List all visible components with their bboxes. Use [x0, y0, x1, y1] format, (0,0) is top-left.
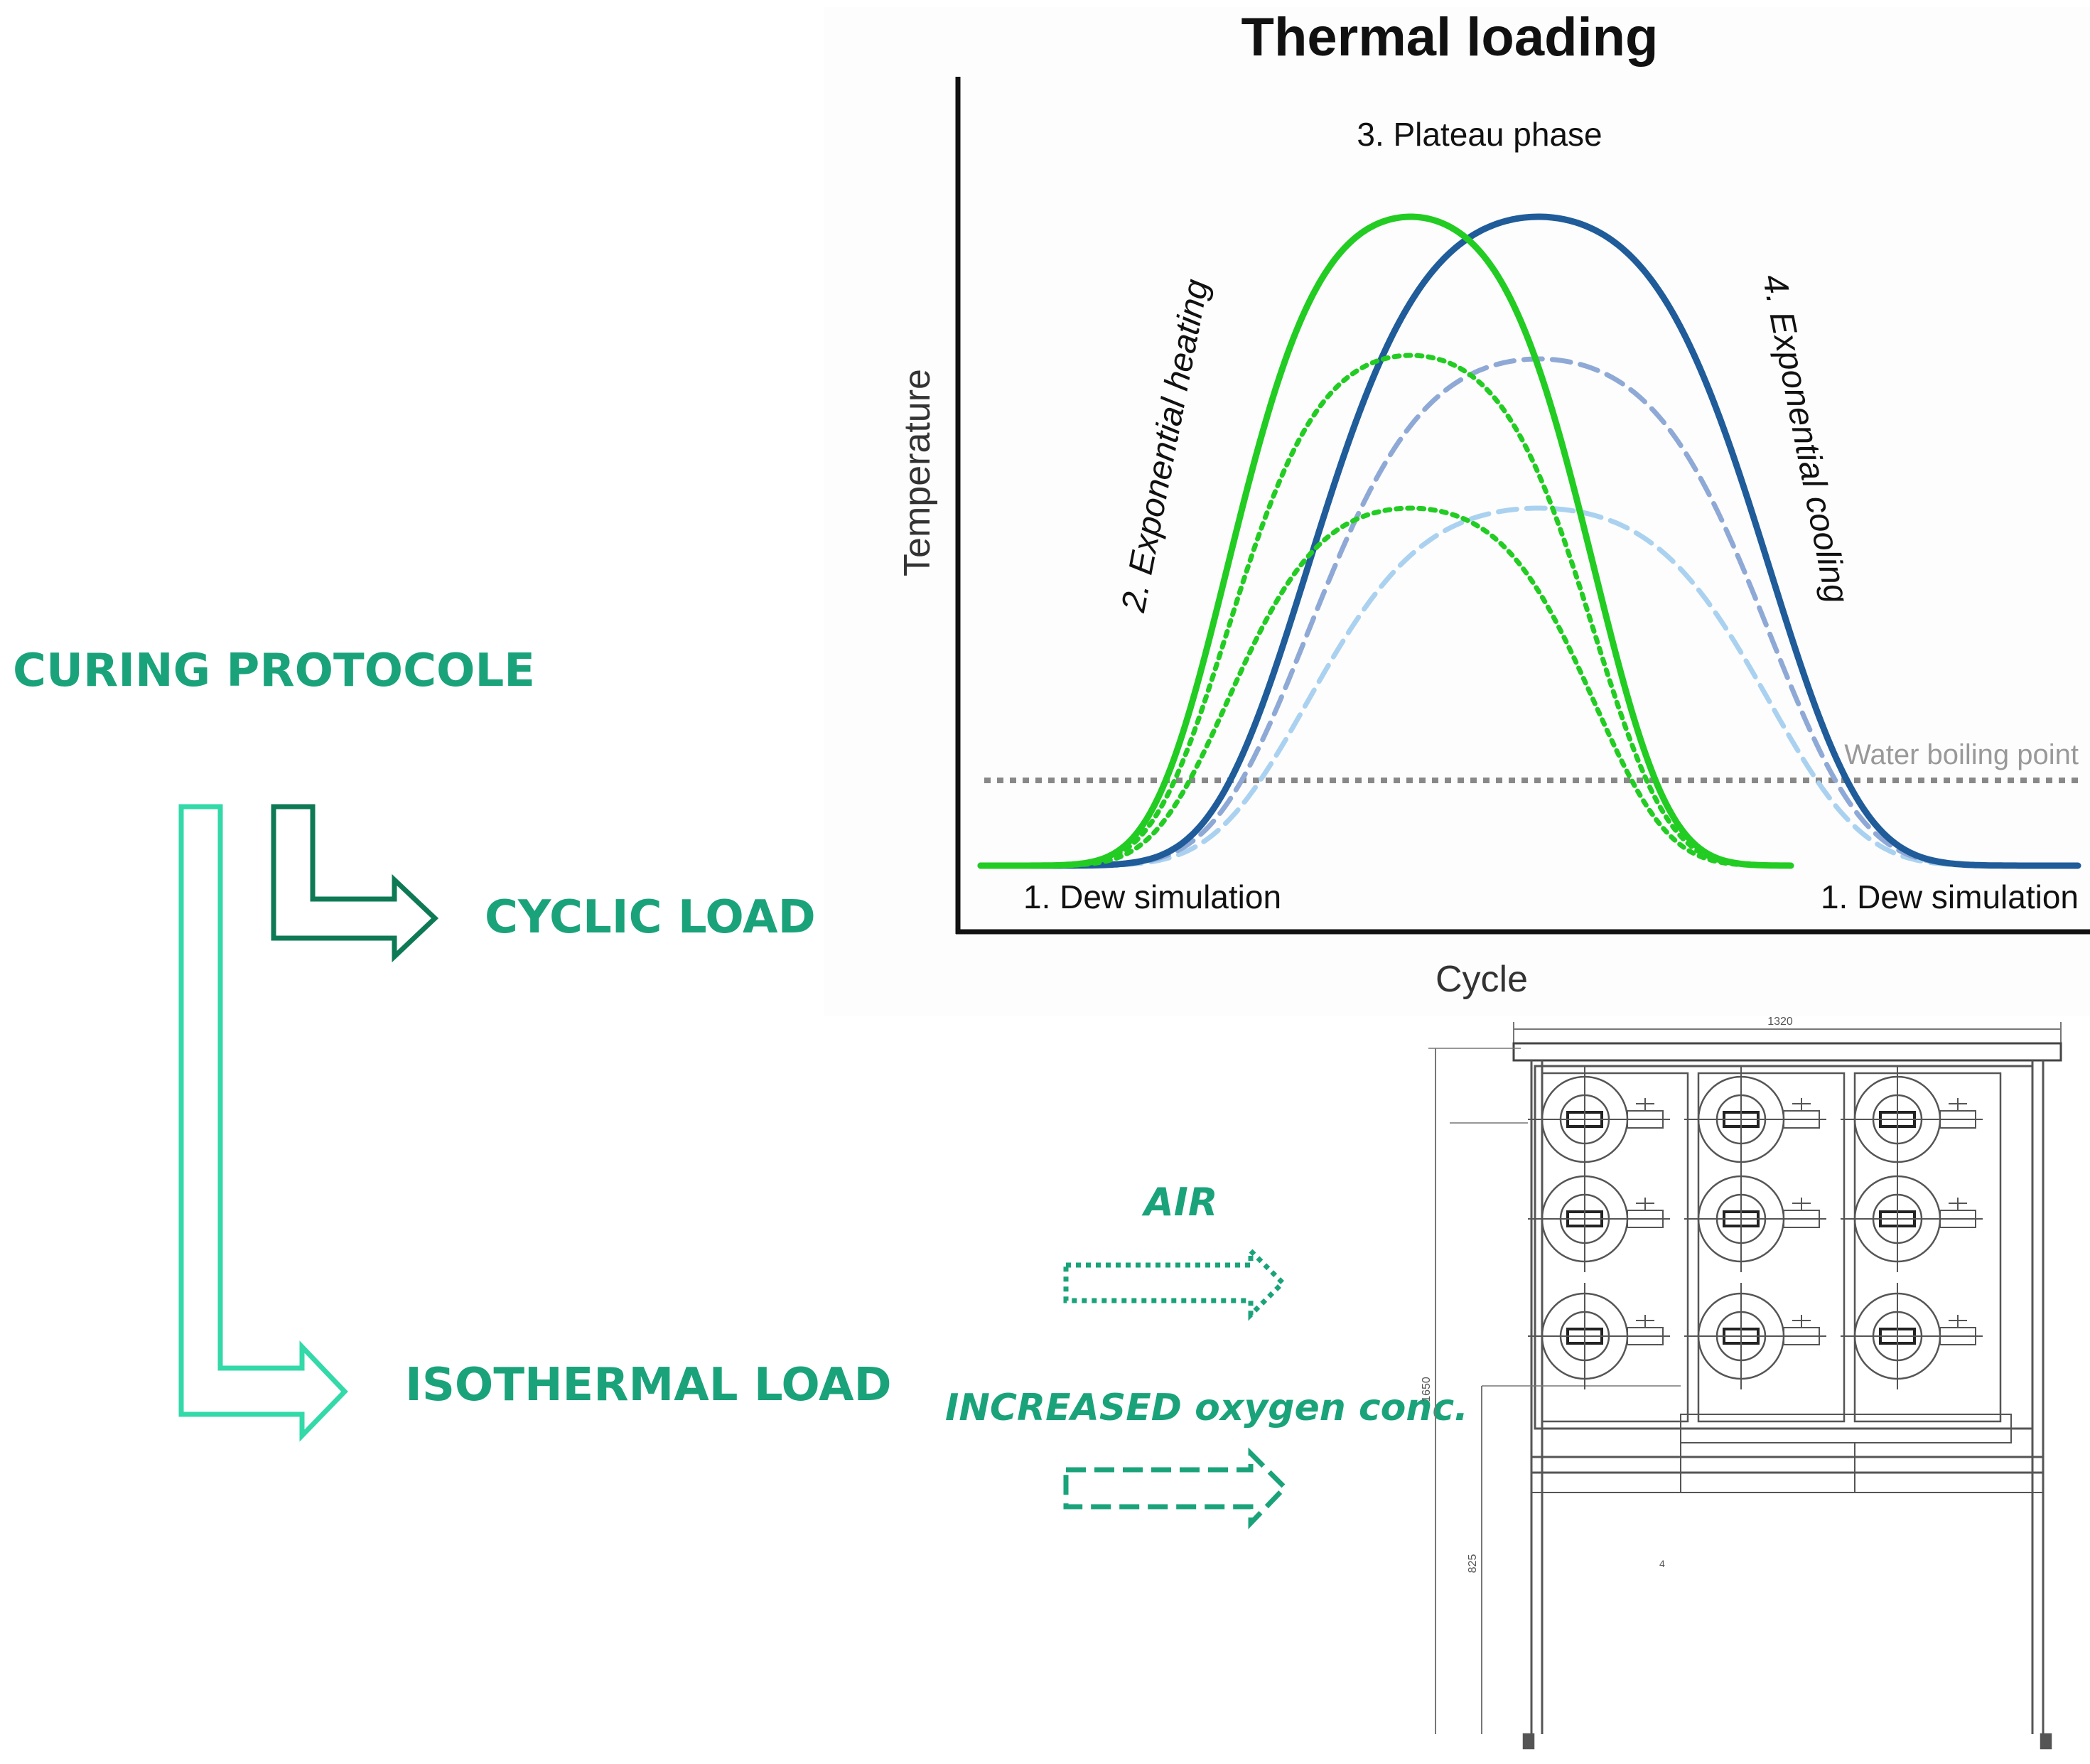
air-label: AIR	[1141, 1180, 1217, 1225]
curing-protocol-label: CURING PROTOCOLE	[13, 645, 535, 697]
oxygen-dashed-arrow	[1063, 1447, 1288, 1529]
chart-title: Thermal loading	[1241, 7, 1659, 68]
dim-leg-label: 825	[1467, 1554, 1479, 1574]
test-cell-5	[1684, 1166, 1826, 1272]
plateau-phase-label: 3. Plateau phase	[1357, 116, 1602, 153]
test-cell-8	[1684, 1283, 1826, 1389]
dim-height-label: 1650	[1421, 1377, 1433, 1402]
test-cell-3	[1841, 1066, 1983, 1173]
air-dotted-arrow	[1063, 1244, 1286, 1321]
dew-simulation-left-label: 1. Dew simulation	[1023, 878, 1281, 915]
test-cell-2	[1684, 1066, 1826, 1173]
dew-simulation-right-label: 1. Dew simulation	[1821, 878, 2079, 915]
curve-blue-dashed-low	[978, 505, 2081, 868]
water-boiling-label: Water boiling point	[1844, 739, 2079, 770]
test-cell-9	[1841, 1283, 1983, 1389]
curve-navy-solid	[977, 213, 2081, 869]
oxygen-label: INCREASED oxygen conc.	[945, 1387, 1468, 1429]
isothermal-arrow	[178, 804, 348, 1442]
isothermal-load-label: ISOTHERMAL LOAD	[405, 1359, 892, 1411]
test-cell-1	[1528, 1066, 1670, 1173]
foot-left	[1522, 1733, 1535, 1750]
curve-group	[977, 213, 2081, 869]
foot-right	[2040, 1733, 2052, 1750]
cyclic-arrow	[271, 804, 439, 963]
x-axis-label: Cycle	[1435, 959, 1528, 1000]
y-axis-label: Temperature	[897, 369, 938, 576]
dim-top-label: 1320	[1767, 1016, 1793, 1028]
equipment-drawing: 1320 1650 825 4	[1421, 1016, 2062, 1750]
test-cell-4	[1528, 1166, 1670, 1272]
test-cell-6	[1841, 1166, 1983, 1272]
drawing-mark: 4	[1659, 1558, 1665, 1569]
cell-grid	[1528, 1066, 1983, 1389]
thermal-loading-chart: Thermal loading Temperature Cycle Water …	[824, 7, 2090, 1016]
test-cell-7	[1528, 1283, 1670, 1389]
cyclic-load-label: CYCLIC LOAD	[485, 891, 816, 944]
curve-green-solid	[977, 213, 1794, 869]
